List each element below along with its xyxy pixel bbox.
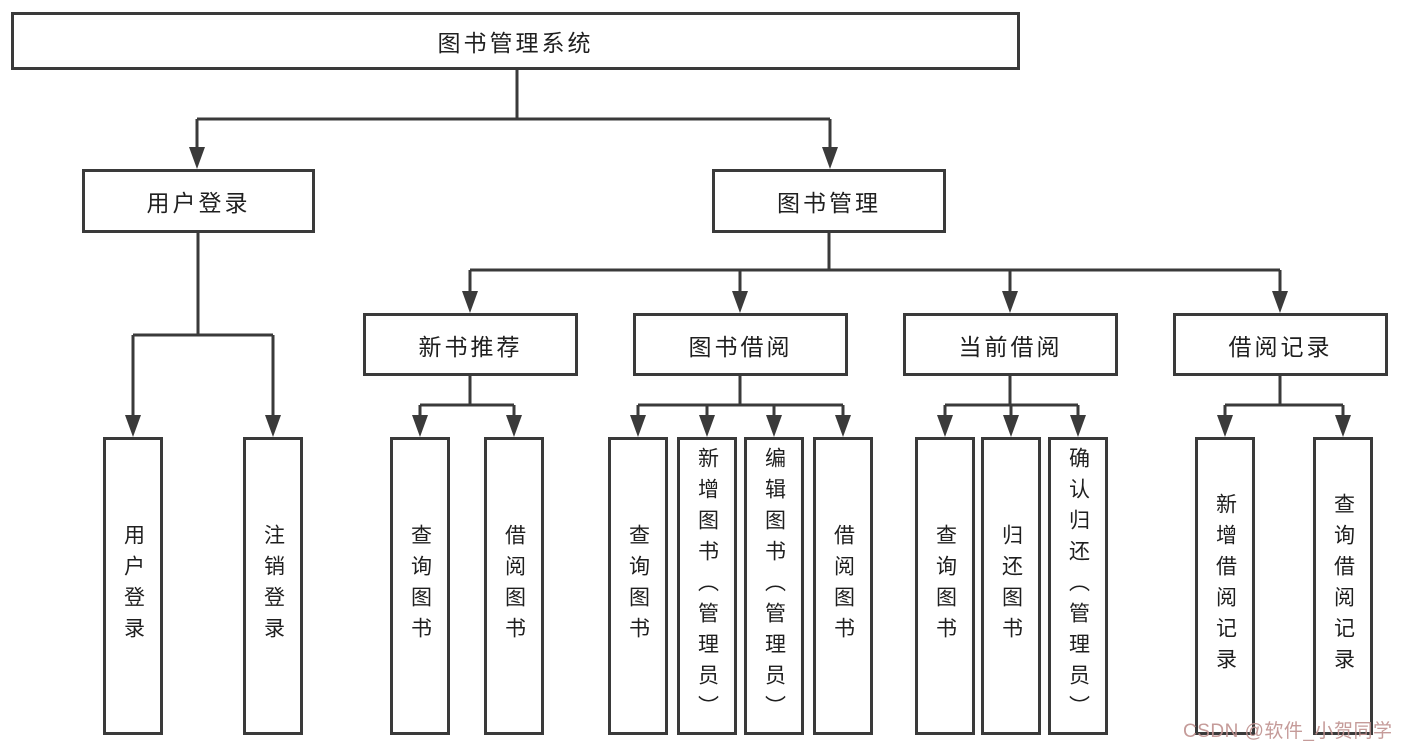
node-new-book-recommendation: 新书推荐 — [363, 313, 578, 376]
node-logout-leaf: 注销登录 — [243, 437, 303, 735]
node-query-books-recommend: 查询图书 — [390, 437, 450, 735]
node-library-management-system: 图书管理系统 — [11, 12, 1020, 70]
connector-arrowheads — [125, 147, 1351, 437]
node-label: 编辑图书（管理员） — [762, 446, 786, 726]
node-borrow-books-recommend: 借阅图书 — [484, 437, 544, 735]
node-book-borrowing: 图书借阅 — [633, 313, 848, 376]
node-current-borrowing: 当前借阅 — [903, 313, 1118, 376]
node-return-books: 归还图书 — [981, 437, 1041, 735]
node-label: 查询图书 — [408, 524, 432, 648]
node-label: 借阅图书 — [502, 524, 526, 648]
node-user-login-leaf: 用户登录 — [103, 437, 163, 735]
node-label: 归还图书 — [999, 524, 1023, 648]
node-label: 图书管理系统 — [437, 30, 594, 56]
node-add-books-admin: 新增图书（管理员） — [677, 437, 737, 735]
node-label: 新增借阅记录 — [1213, 493, 1237, 679]
node-confirm-return-admin: 确认归还（管理员） — [1048, 437, 1108, 735]
node-user-login-branch: 用户登录 — [82, 169, 315, 233]
node-query-borrow-record: 查询借阅记录 — [1313, 437, 1373, 735]
node-book-management-branch: 图书管理 — [712, 169, 946, 233]
node-add-borrow-record: 新增借阅记录 — [1195, 437, 1255, 735]
node-label: 当前借阅 — [958, 333, 1063, 360]
connector-lines — [131, 70, 1345, 433]
node-borrow-books-borrow: 借阅图书 — [813, 437, 873, 735]
node-label: 确认归还（管理员） — [1066, 446, 1090, 726]
node-query-books-borrow: 查询图书 — [608, 437, 668, 735]
node-label: 查询借阅记录 — [1331, 493, 1355, 679]
node-label: 注销登录 — [261, 524, 285, 648]
node-borrowing-records: 借阅记录 — [1173, 313, 1388, 376]
node-label: 借阅记录 — [1228, 333, 1333, 360]
node-label: 用户登录 — [146, 190, 251, 216]
node-label: 图书借阅 — [688, 333, 793, 360]
node-query-books-current: 查询图书 — [915, 437, 975, 735]
node-label: 图书管理 — [777, 190, 881, 216]
node-label: 新书推荐 — [418, 333, 523, 360]
node-label: 查询图书 — [933, 524, 957, 648]
node-label: 借阅图书 — [831, 524, 855, 648]
node-label: 用户登录 — [121, 524, 145, 648]
node-edit-books-admin: 编辑图书（管理员） — [744, 437, 804, 735]
node-label: 查询图书 — [626, 524, 650, 648]
csdn-watermark: CSDN @软件_小贺同学 — [1183, 721, 1393, 742]
node-label: 新增图书（管理员） — [695, 446, 719, 726]
